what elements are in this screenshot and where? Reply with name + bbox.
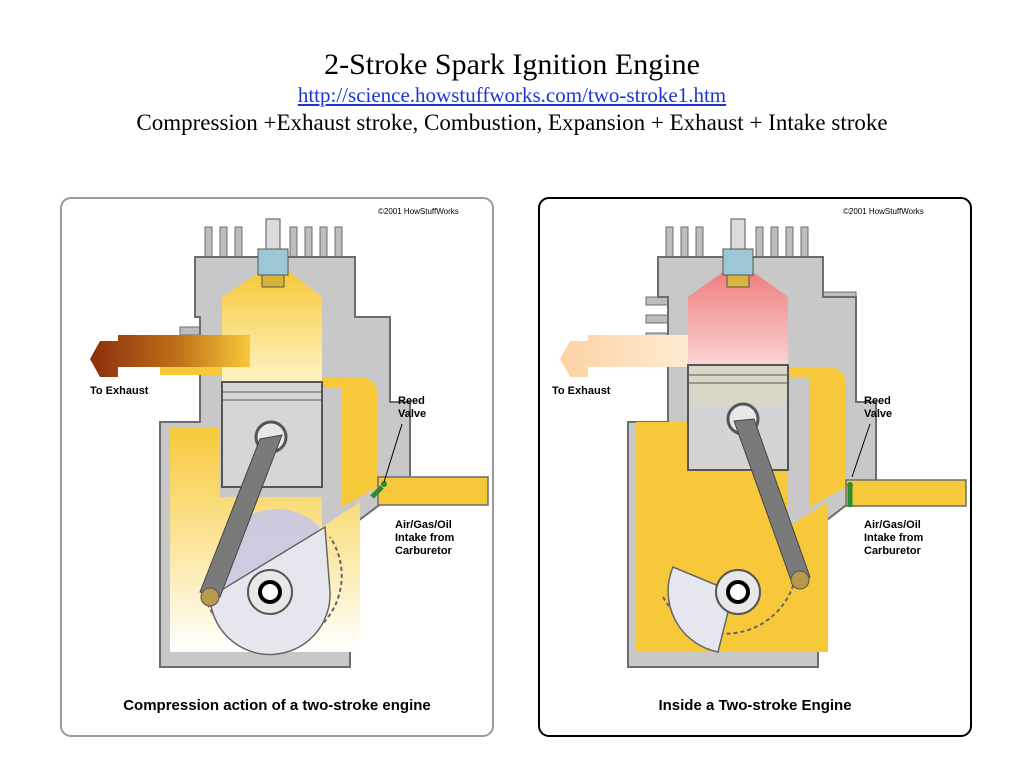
exhaust-arrow <box>560 335 688 377</box>
combustion-engine-illustration <box>538 197 972 737</box>
spark-plug <box>257 218 289 288</box>
connecting-rod <box>199 434 283 598</box>
copyright-text: ©2001 HowStuffWorks <box>378 207 459 216</box>
copyright-text: ©2001 HowStuffWorks <box>843 207 924 216</box>
source-link[interactable]: http://science.howstuffworks.com/two-str… <box>297 83 727 107</box>
slide-title: 2-Stroke Spark Ignition Engine <box>324 48 700 81</box>
crankshaft <box>726 580 750 604</box>
compression-diagram-panel: ©2001 HowStuffWorks To Exhaust Reed Valv… <box>60 197 494 737</box>
reed-valve-label: Reed Valve <box>864 395 893 420</box>
crankshaft <box>258 580 282 604</box>
reed-valve <box>370 485 384 499</box>
exhaust-arrow <box>90 335 250 377</box>
two-stroke-diagram-panel: ©2001 HowStuffWorks To Exhaust Reed Valv… <box>538 197 972 737</box>
exhaust-label: To Exhaust <box>90 385 149 397</box>
compression-engine-illustration <box>60 197 494 737</box>
transfer-port <box>788 367 846 507</box>
exhaust-label: To Exhaust <box>552 385 611 397</box>
intake-label: Air/Gas/Oil Intake from Carburetor <box>395 519 455 557</box>
intake-pipe <box>377 476 489 506</box>
transfer-port <box>322 377 378 507</box>
intake-label: Air/Gas/Oil Intake from Carburetor <box>864 519 924 557</box>
intake-pipe <box>845 479 967 507</box>
slide-subtitle: Compression +Exhaust stroke, Combustion,… <box>136 110 888 135</box>
panel-caption: Inside a Two-stroke Engine <box>658 697 852 714</box>
reed-valve-label: Reed Valve <box>398 395 427 420</box>
panel-caption: Compression action of a two-stroke engin… <box>123 697 431 714</box>
combustion-chamber <box>688 272 788 365</box>
slide-header: 2-Stroke Spark Ignition Engine http://sc… <box>0 48 1024 138</box>
spark-plug <box>722 218 754 288</box>
connecting-rod <box>733 418 811 584</box>
